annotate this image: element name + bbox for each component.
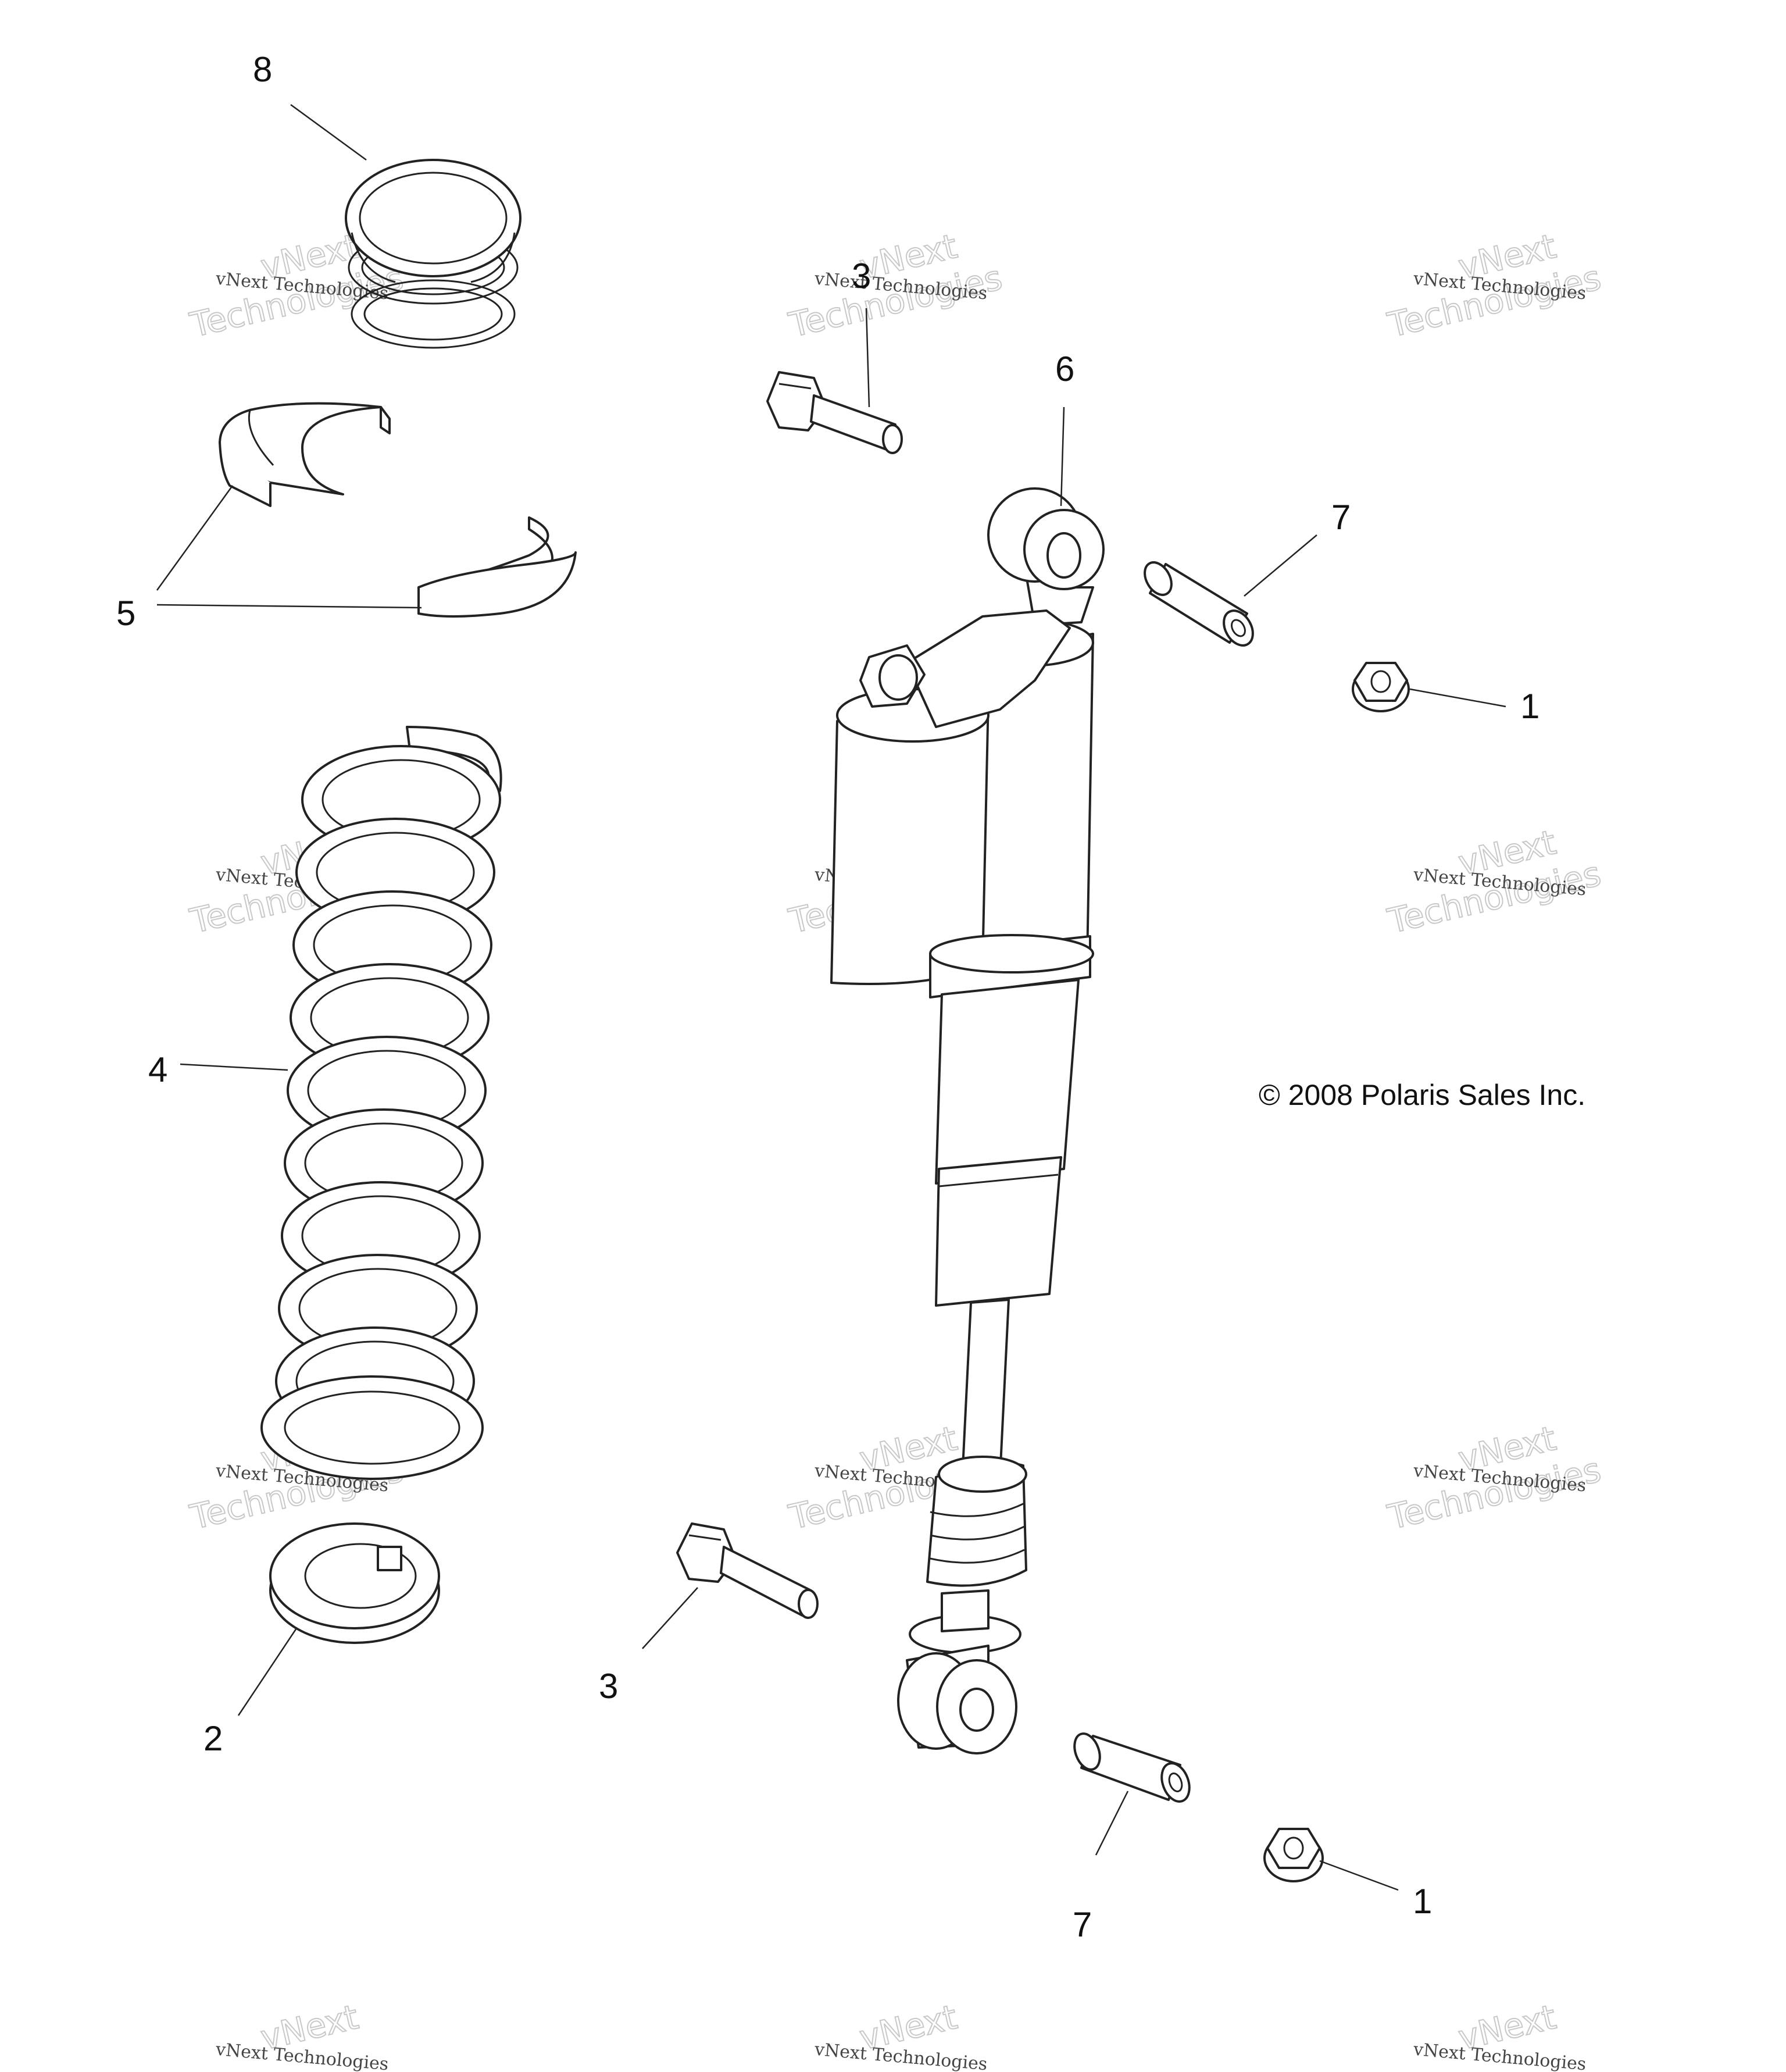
watermark: vNext Technologies vNext Technologies [1383, 1418, 1605, 1538]
watermark: vNext vNext Technologies [813, 1996, 988, 2072]
watermark: vNext Technologies vNext Technologies [1383, 226, 1605, 345]
callout-5: 5 [116, 594, 135, 633]
part-2-lower-seat [269, 1522, 440, 1644]
part-7-lower-bushing [1073, 1732, 1191, 1803]
leader-lines [156, 104, 1506, 1891]
part-4-main-coil-spring [260, 726, 502, 1480]
part-6-shock-absorber [830, 487, 1105, 1754]
callout-6: 6 [1055, 350, 1074, 388]
watermark: vNext Technologies vNext Technologies [1383, 822, 1605, 942]
watermark: vNext Technologies vNext Technologies [784, 226, 1006, 345]
callout-1-lower: 1 [1413, 1882, 1432, 1921]
part-1-lower-nut [1263, 1828, 1324, 1882]
callout-7-lower: 7 [1073, 1905, 1092, 1944]
part-7-upper-bushing [1144, 561, 1254, 647]
part-3-upper-bolt [766, 371, 903, 454]
part-3-lower-bolt [676, 1522, 819, 1619]
callout-2: 2 [203, 1719, 223, 1758]
part-5-retainer-halves [219, 402, 577, 618]
callout-labels: 8 3 6 7 1 5 4 3 2 7 1 [116, 50, 1539, 1944]
part-1-upper-nut [1352, 662, 1410, 712]
watermark: vNext vNext Technologies [1412, 1996, 1587, 2072]
callout-1-upper: 1 [1520, 687, 1539, 726]
callout-8: 8 [253, 50, 272, 89]
part-8-upper-spring [345, 159, 521, 349]
callout-3-upper: 3 [852, 256, 871, 295]
copyright-notice: © 2008 Polaris Sales Inc. [1259, 1079, 1585, 1111]
callout-3-lower: 3 [599, 1667, 618, 1706]
callout-7-upper: 7 [1331, 498, 1351, 537]
watermark: vNext vNext Technologies [215, 1996, 390, 2072]
callout-4: 4 [148, 1050, 167, 1089]
